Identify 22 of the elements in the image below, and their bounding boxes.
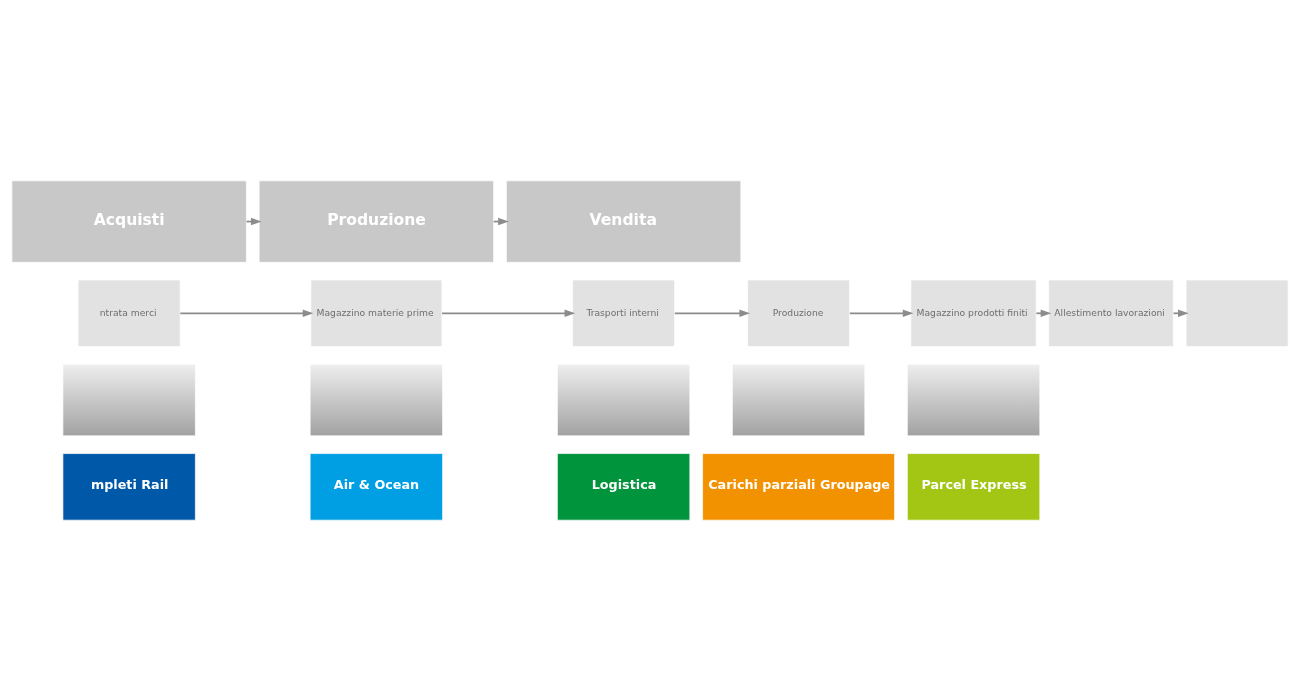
- arrow: [1035, 309, 1052, 317]
- node-box: Logistica: [557, 452, 691, 521]
- arrow: [441, 309, 576, 317]
- node-box: [1185, 279, 1289, 347]
- node-box: [732, 363, 866, 436]
- node-box: Air & Ocean: [309, 452, 443, 521]
- node-box: [557, 363, 691, 436]
- arrow: [674, 309, 751, 317]
- node-box: Magazzino materie prime: [310, 279, 443, 347]
- node-box: mpleti Rail: [62, 452, 196, 521]
- node-box: [906, 363, 1041, 436]
- node-box: Produzione: [747, 279, 850, 347]
- node-box: Magazzino prodotti finiti: [910, 279, 1037, 347]
- node-box: Allestimento lavorazioni: [1048, 279, 1174, 347]
- node-box: Parcel Express: [906, 452, 1041, 521]
- node-box: [309, 363, 443, 436]
- arrow: [179, 309, 314, 317]
- node-box: [62, 363, 196, 436]
- arrow: [848, 309, 914, 317]
- node-box: Carichi parziali Groupage: [702, 452, 895, 521]
- node-box: Trasporti interni: [572, 279, 675, 347]
- node-box: ntrata merci: [77, 279, 181, 347]
